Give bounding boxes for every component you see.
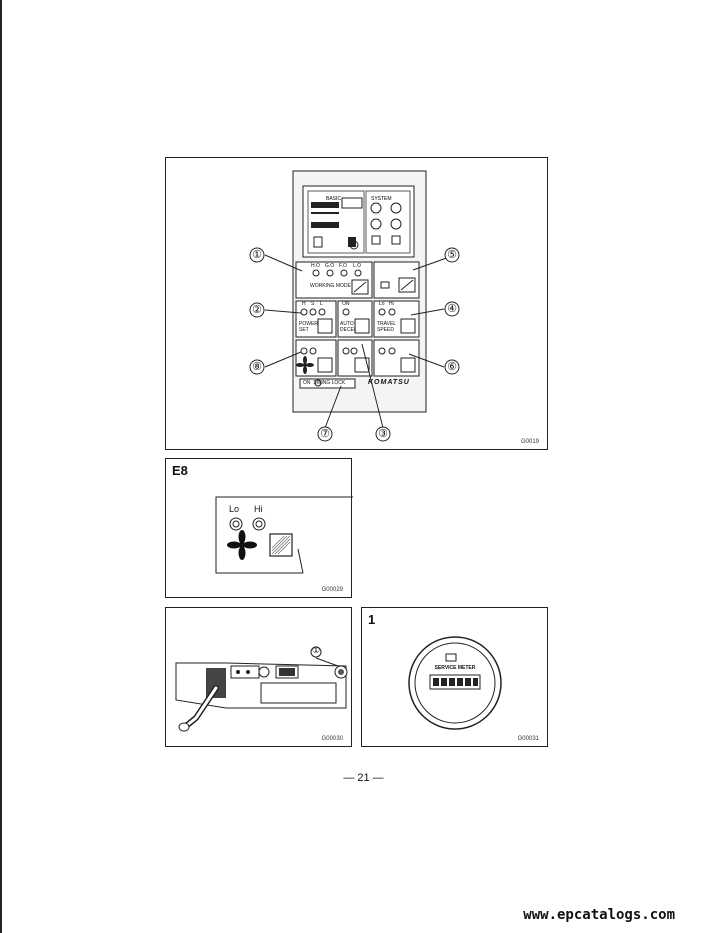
bottom-left-callout: ①: [311, 645, 321, 655]
figure-bottom-left: ① G00030: [165, 607, 352, 747]
power-set-label-0: H: [302, 301, 306, 307]
figure-main-drawing: SYSTEM BASIC: [249, 170, 460, 442]
figure-e8-code: G00029: [321, 587, 343, 593]
figure-e8-label: E8: [172, 463, 188, 478]
working-mode-label-2: F.O: [339, 263, 347, 269]
svg-text:BASIC: BASIC: [326, 196, 341, 202]
figure-bottom-left-code: G00030: [321, 736, 343, 742]
figure-bottom-left-drawing: [175, 646, 348, 732]
callout-6: ⑥: [447, 361, 457, 373]
service-meter-drawing: [408, 636, 502, 730]
auto-decel-on-label: ON: [342, 301, 350, 307]
callout-3: ③: [378, 428, 388, 440]
service-meter-text: SERVICE METER: [434, 665, 476, 671]
callout-8: ⑧: [252, 361, 262, 373]
figure-e8-drawing: [215, 496, 353, 574]
travel-speed-label-0: Lo: [379, 301, 385, 307]
working-mode-label-3: L.O: [353, 263, 362, 269]
figure-bottom-right: 1 SERVICE METER G00031: [361, 607, 548, 747]
callout-2: ②: [252, 304, 262, 316]
figure-bottom-right-code: G00031: [517, 736, 539, 742]
figure-main-code: G0019: [520, 439, 539, 445]
figure-bottom-right-label: 1: [368, 612, 376, 627]
callout-4: ④: [447, 303, 457, 315]
watermark: www.epcatalogs.com: [523, 907, 675, 923]
power-set-caption: POWER SET: [299, 321, 318, 333]
power-set-label-2: L: [320, 301, 323, 307]
svg-text:SYSTEM: SYSTEM: [371, 196, 392, 202]
figure-main: SYSTEM BASIC: [165, 157, 548, 450]
page-edge: [0, 0, 2, 933]
callout-5: ⑤: [447, 249, 457, 261]
figure-e8: E8 Lo Hi G00029: [165, 458, 353, 598]
swing-lock-label: ON SWING LOCK: [303, 380, 346, 386]
working-mode-label-1: G.O: [325, 263, 335, 269]
working-mode-label-0: H.O: [311, 263, 320, 269]
callout-1: ①: [252, 249, 262, 261]
callout-7: ⑦: [320, 428, 330, 440]
auto-decel-caption: AUTO DECEL: [340, 321, 357, 333]
travel-speed-label-1: Hi: [389, 301, 394, 307]
travel-speed-caption: TRAVEL SPEED: [377, 321, 396, 333]
fan-icon: [227, 530, 257, 560]
page-number: — 21 —: [343, 772, 384, 784]
brand-logo: KOMATSU: [368, 379, 410, 386]
fan-hi-label: Hi: [254, 504, 263, 514]
working-mode-caption: WORKING MODE: [310, 283, 351, 289]
fan-lo-label: Lo: [229, 504, 240, 514]
power-set-label-1: S: [311, 301, 315, 307]
